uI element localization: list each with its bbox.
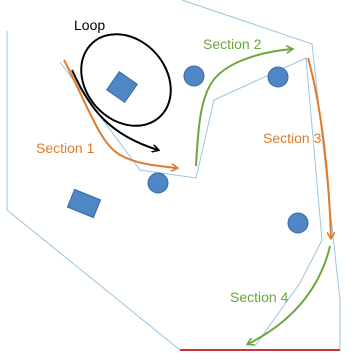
obstacle-box-left	[66, 188, 102, 219]
obstacle-box-top	[105, 70, 139, 104]
obstacle-circle-2	[267, 66, 289, 88]
loop-exit-arrow	[71, 69, 158, 150]
track-inner-boundary	[59, 57, 323, 347]
section2-arrow	[195, 49, 292, 167]
loop-path	[80, 33, 172, 127]
section1-arrow	[63, 59, 177, 168]
obstacle-circle-4	[287, 212, 309, 234]
section4-label: Section 4	[230, 289, 289, 305]
obstacle-circle-3	[147, 172, 169, 194]
section3-label: Section 3	[263, 130, 322, 146]
section1-label: Section 1	[36, 140, 95, 156]
loop-label: Loop	[74, 17, 105, 33]
section4-arrow	[248, 245, 331, 344]
obstacle-circle-1	[183, 65, 205, 87]
section2-label: Section 2	[203, 36, 262, 52]
section3-arrow	[307, 57, 331, 238]
